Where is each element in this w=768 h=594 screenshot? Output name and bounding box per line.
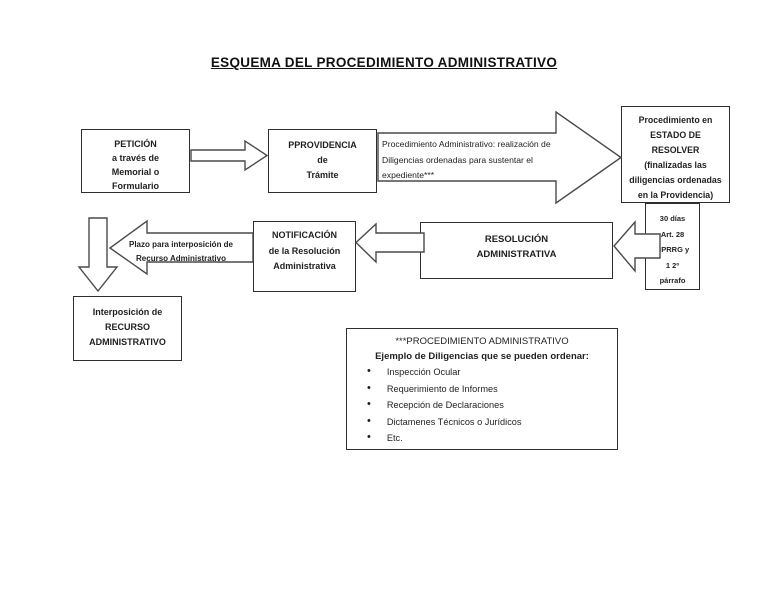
box-peticion: PETICIÓN a través de Memorial o Formular… [81,129,190,193]
arrow-left-plazo-interposicion [108,219,254,276]
box-line: a través de [111,153,160,163]
box-estado-de-resolver: Procedimiento en ESTADO DE RESOLVER (fin… [621,106,730,203]
box-resolucion-administrativa: RESOLUCIÓN ADMINISTRATIVA [420,222,613,279]
list-item: Etc. [347,430,617,447]
box-line: RECURSO [104,322,150,332]
box-line: ESTADO DE [650,130,701,140]
box-plazo-30-dias: 30 días Art. 28 CPRRG y 1 2º párrafo [645,203,700,290]
box-notificacion: NOTIFICACIÓN de la Resolución Administra… [253,221,356,292]
box-interposicion-recurso: Interposición de RECURSO ADMINISTRATIVO [73,296,182,361]
box-line: de [317,155,328,165]
arrow-left-dias-to-resolucion [613,220,661,273]
box-providencia: PPROVIDENCIA de Trámite [268,129,377,193]
list-item-label: Dictamenes Técnicos o Jurídicos [386,416,522,427]
list-item-label: Requerimiento de Informes [386,383,498,394]
arrow-label-line: expediente*** [382,170,435,180]
box-line: RESOLVER [651,145,700,155]
box-line: párrafo [659,276,686,285]
plazo-arrow-label: Plazo para interposición de Recurso Admi… [112,238,250,261]
box-line: Interposición de [92,307,163,317]
list-item: Dictamenes Técnicos o Jurídicos [347,414,617,431]
box-line: ADMINISTRATIVA [476,249,557,260]
arrow-right-peticion-to-providencia [190,139,269,172]
arrow-label-line: Plazo para interposición de [128,240,234,249]
box-line: ADMINISTRATIVO [89,337,166,347]
box-line: 1 2º [665,260,680,270]
box-line: Formulario [111,181,159,191]
box-line: diligencias ordenadas [629,175,722,185]
arrow-left-resolucion-to-notificacion [354,222,425,264]
box-line: en la Providencia) [637,190,714,200]
box-line: Memorial o [111,167,160,177]
box-line: Administrativa [273,261,336,271]
list-item: Requerimiento de Informes [347,381,617,398]
arrow-right-procedimiento-administrativo [377,110,623,205]
box-line: PPROVIDENCIA [288,140,357,150]
box-line: Trámite [306,170,339,180]
box-line: NOTIFICACIÓN [272,230,337,240]
note-procedimiento-administrativo: ***PROCEDIMIENTO ADMINISTRATIVO Ejemplo … [346,328,618,450]
box-line: 30 días [659,214,686,223]
arrow-label-line: Recurso Administrativo [136,253,226,262]
box-line: Procedimiento en [638,115,713,125]
note-title: ***PROCEDIMIENTO ADMINISTRATIVO [395,336,569,347]
note-subtitle: Ejemplo de Diligencias que se pueden ord… [375,351,589,362]
list-item: Recepción de Declaraciones [347,397,617,414]
box-line: (finalizadas las [644,160,707,170]
list-item-label: Etc. [386,433,403,443]
arrow-down-to-interposicion [77,217,119,293]
box-line: PETICIÓN [114,139,157,149]
list-item-label: Recepción de Declaraciones [386,400,504,410]
big-arrow-label: Procedimiento Administrativo: realizació… [382,137,582,180]
arrow-label-line: Procedimiento Administrativo: realizació… [382,139,551,149]
diagram-title: ESQUEMA DEL PROCEDIMIENTO ADMINISTRATIVO [210,55,558,70]
box-line: Art. 28 [660,229,685,239]
list-item: Inspección Ocular [347,364,617,381]
box-line: de la Resolución [268,245,341,256]
box-line: CPRRG y [655,245,690,254]
box-line: RESOLUCIÓN [484,234,549,245]
arrow-label-line: Diligencias ordenadas para sustentar el [382,154,533,165]
list-item-label: Inspección Ocular [386,367,461,377]
